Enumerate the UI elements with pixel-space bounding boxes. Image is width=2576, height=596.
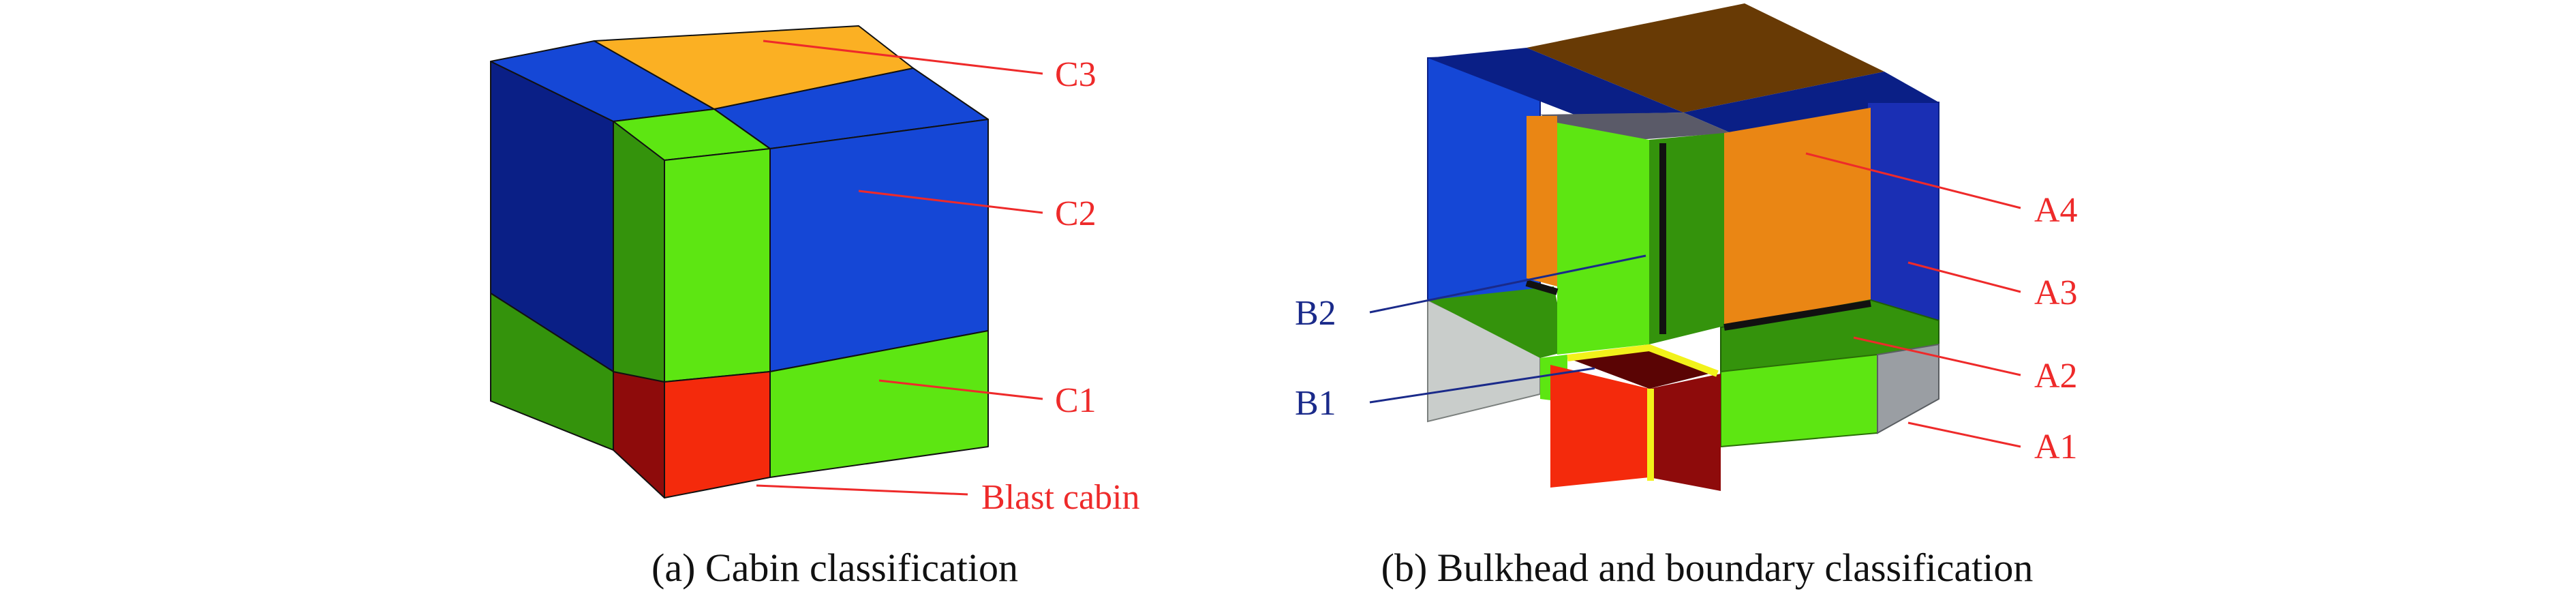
c1-leader [878,379,1043,400]
blast-cabin-dark-wall [1649,374,1721,491]
a3-right-wall [1867,102,1939,322]
orange-back-left [1527,116,1557,286]
label-c1: C1 [1055,381,1097,420]
c2-front-face [769,119,989,372]
label-b2: B2 [1295,294,1336,333]
bulkhead-model [1427,3,1939,491]
c1-front-face [769,330,989,478]
top-blue-strip [1428,48,1683,115]
b2-column-right [1649,133,1724,344]
top-blue-right [1683,72,1939,133]
left-floor [1428,286,1567,358]
b2-leader [1369,254,1646,314]
a3-leader [1907,261,2021,293]
label-a3: A3 [2034,273,2078,312]
c3-leader [763,40,1043,75]
panel-b-blue-leaders [1369,254,1646,404]
label-a1: A1 [2034,428,2078,466]
a2-leader [1853,336,2021,376]
green-column-side [613,121,665,383]
c2-leader [858,190,1043,214]
b1-yellow-edge [1567,344,1719,377]
b2-column-left [1557,123,1649,355]
a1-leader [1907,421,2021,448]
label-a2: A2 [2034,357,2078,396]
floor-black-edge [1723,300,1871,331]
lower-green-front [1720,353,1878,448]
b1-leader [1369,367,1595,404]
caption-b: (b) Bulkhead and boundary classification [1381,546,2034,590]
brown-top-face [1527,3,1884,113]
blast-cabin-red-wall [1550,365,1649,488]
blast-leader [756,484,968,496]
green-column-front [664,148,771,383]
label-a4: A4 [2034,191,2078,230]
panel-b-red-leaders [1805,152,2021,448]
label-blast-cabin: Blast cabin [981,478,1140,517]
left-black-edge [1525,280,1559,295]
blast-cabin-left-face [613,371,665,498]
label-c2: C2 [1055,194,1097,233]
a4-leader [1805,152,2021,209]
blast-cabin-front-face [664,371,771,498]
a1-grey-wall [1877,343,1939,434]
panel-a-leaders [756,40,1043,496]
label-c3: C3 [1055,55,1097,94]
label-b1: B1 [1295,384,1336,423]
a4-orange-bulkhead [1724,108,1871,326]
caption-a: (a) Cabin classification [651,546,1018,590]
cabin-cube [490,25,989,498]
